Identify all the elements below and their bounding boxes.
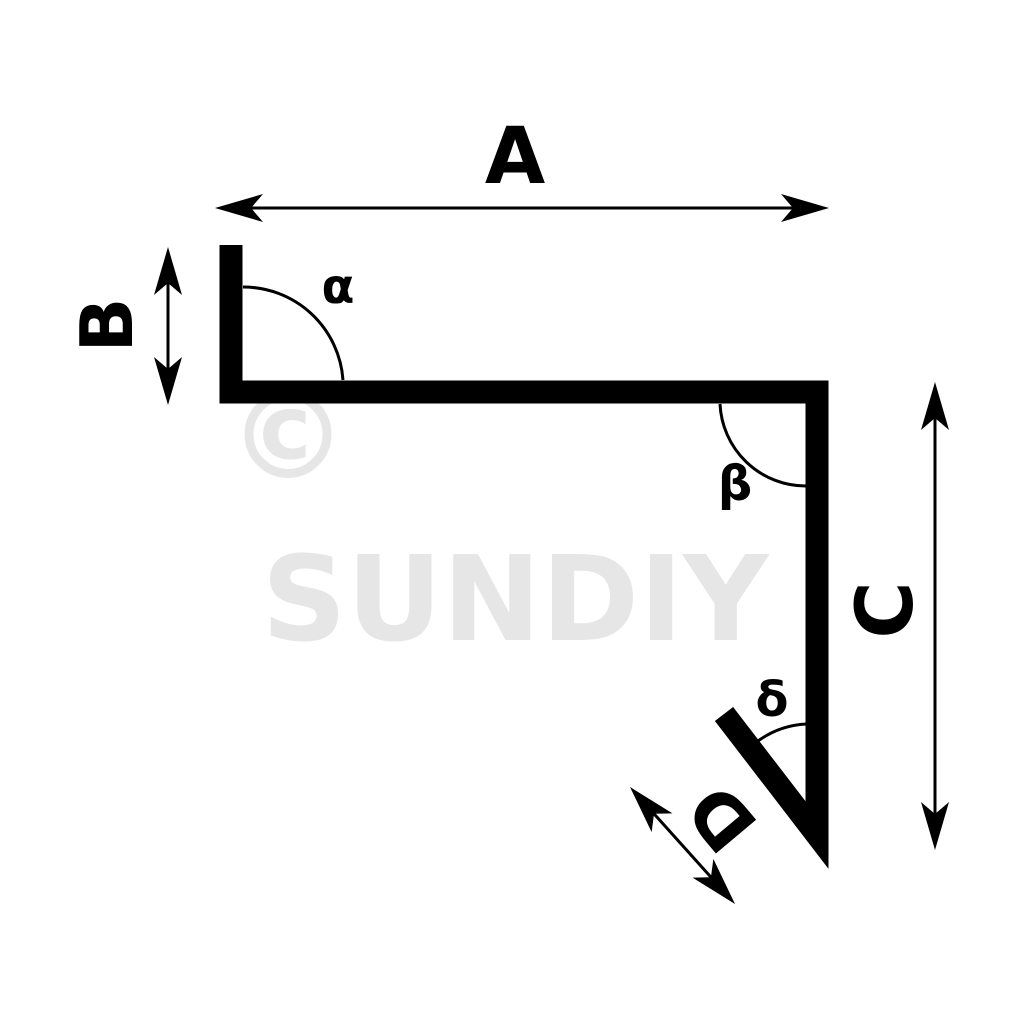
angle-delta-arc (757, 722, 807, 743)
dimension-arrow-c-head-end (921, 802, 949, 850)
dimension-arrow-a-head-end (781, 194, 829, 222)
dimension-arrow-c-head-start (921, 382, 949, 430)
dimension-label-c: C (841, 581, 931, 638)
dimension-label-a: A (485, 112, 545, 202)
dimension-arrow-b-head-start (154, 247, 182, 295)
dimension-arrow-d-line (648, 808, 717, 883)
angle-alpha-arc (242, 285, 345, 381)
angle-beta-arc (718, 403, 807, 488)
dimension-arrow-a-head-start (215, 194, 263, 222)
dimension-label-d: D (671, 768, 774, 868)
angle-label-alpha: α (322, 259, 355, 315)
dimension-arrow-d-head-end (692, 858, 735, 904)
profile-outline (219, 245, 829, 869)
dimension-arrow-d-head-start (630, 787, 673, 833)
angle-label-delta: δ (756, 672, 789, 728)
watermark-brand: SUNDIY (262, 530, 770, 668)
angle-label-beta: β (718, 456, 752, 512)
dimension-label-b: B (65, 298, 149, 353)
dimension-arrow-b-head-end (154, 357, 182, 405)
